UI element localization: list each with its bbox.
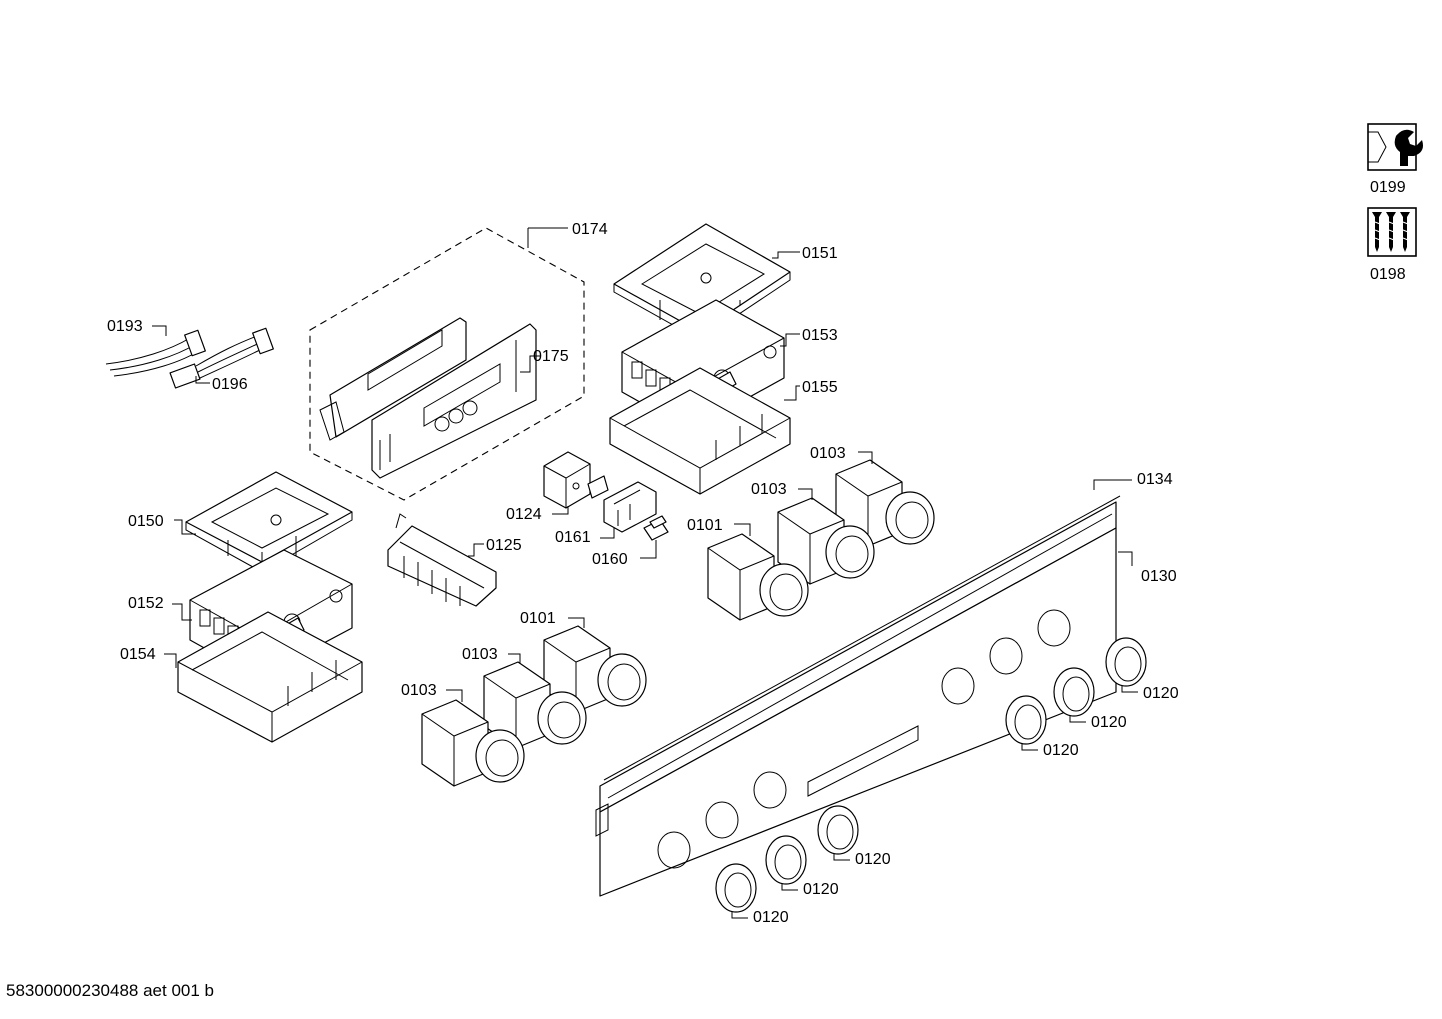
leader-0152 [172,603,192,621]
terminal-block-0125 [387,513,497,607]
leader-0120-left-1 [833,854,850,861]
control-panel-0130 [595,495,1121,897]
callout-0103-upper-1: 0103 [810,445,846,462]
potentiometer-0124 [543,451,609,509]
switch-housing-0155 [609,367,791,495]
leader-0103-lower-2 [446,689,463,702]
callout-0101-lower: 0101 [520,610,556,627]
leader-0174 [527,227,568,248]
leader-0120-left-2 [781,884,798,891]
document-id-footer: 58300000230488 aet 001 b [6,981,214,1000]
leader-0103-upper-1 [858,451,873,464]
leader-0193 [152,325,167,336]
callout-0120-left-3: 0120 [753,909,789,926]
cable-harness-0193 [105,329,206,377]
callout-0196: 0196 [212,376,248,393]
knob-ring-0120-right-3 [1005,695,1047,745]
callout-0103-upper-2: 0103 [751,481,787,498]
callout-0174: 0174 [572,221,608,238]
leader-0120-right-2 [1069,716,1086,723]
knob-ring-0120-right-2 [1053,667,1095,717]
knob-ring-0120-left-2 [765,835,807,885]
leader-0103-upper-2 [798,488,813,500]
callout-0151: 0151 [802,245,838,262]
switch-housing-0154 [177,611,363,743]
leader-0101-lower [568,617,585,628]
lamp-0160 [643,515,669,541]
knob-ring-0120-left-1 [817,805,859,855]
screws-icon [1367,207,1417,257]
callout-0154: 0154 [120,646,156,663]
leader-0120-right-3 [1021,744,1038,751]
leader-0150 [174,519,196,535]
leader-0196 [195,376,210,384]
icon-label-0199: 0199 [1370,179,1406,196]
callout-0120-left-2: 0120 [803,881,839,898]
callout-0150: 0150 [128,513,164,530]
callout-0153: 0153 [802,327,838,344]
leader-0125 [468,543,484,557]
cover-frame-0150 [185,471,353,573]
callout-0130: 0130 [1141,568,1177,585]
knob-0103-lower-2 [421,699,525,787]
callout-0124: 0124 [506,506,542,523]
leader-0134 [1093,479,1132,490]
knob-0101-upper [707,533,809,621]
callout-0175: 0175 [533,348,569,365]
callout-0120-right-3: 0120 [1043,742,1079,759]
leader-0101-upper [734,523,751,536]
callout-0120-right-1: 0120 [1143,685,1179,702]
callout-0125: 0125 [486,537,522,554]
callout-0161: 0161 [555,529,591,546]
leader-0154 [164,653,177,668]
knob-0101-lower [543,625,647,713]
knob-0103-upper-1 [835,459,935,547]
leader-0124 [552,506,569,515]
callout-0103-lower-1: 0103 [462,646,498,663]
callout-0120-left-1: 0120 [855,851,891,868]
callout-0160: 0160 [592,551,628,568]
leader-0120-left-3 [731,912,748,919]
icon-label-0198: 0198 [1370,266,1406,283]
knob-0103-upper-2 [777,497,875,585]
callout-0155: 0155 [802,379,838,396]
leader-0161 [600,528,615,539]
electronic-module-group [309,227,585,501]
wrench-icon [1367,123,1423,171]
leader-0120-right-1 [1121,686,1138,693]
leader-0153 [780,333,800,347]
leader-0155 [784,385,800,401]
leader-0151 [772,251,800,259]
callout-0134: 0134 [1137,471,1173,488]
bracket-0161 [603,481,657,533]
callout-0103-lower-2: 0103 [401,682,437,699]
leader-0103-lower-1 [508,653,521,664]
cable-harness-0196 [169,327,274,389]
knob-ring-0120-right-1 [1105,637,1147,687]
callout-0120-right-2: 0120 [1091,714,1127,731]
callout-0193: 0193 [107,318,143,335]
leader-0175 [520,355,540,373]
callout-0152: 0152 [128,595,164,612]
callout-0101-upper: 0101 [687,517,723,534]
knob-ring-0120-left-3 [715,863,757,913]
leader-0160 [640,540,657,559]
leader-0130 [1118,551,1133,566]
cover-frame-0151 [613,223,791,341]
